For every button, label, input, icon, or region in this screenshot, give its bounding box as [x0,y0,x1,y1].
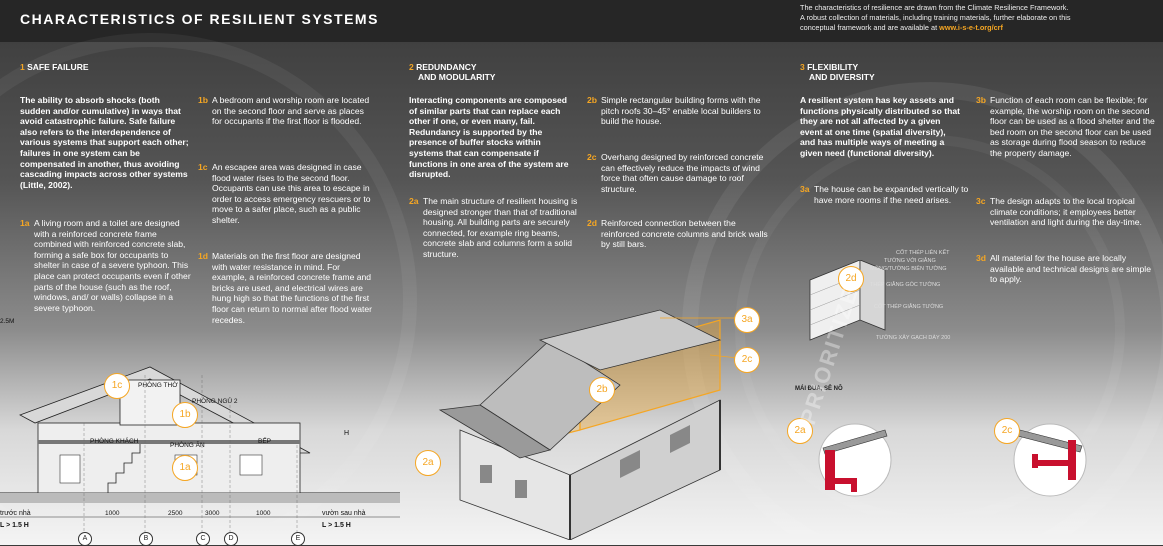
height-label: H [344,430,350,437]
axis-e: E [291,532,305,546]
front-level-label: L > 1.5 H [0,522,29,529]
wall-label-3: MÓNG/TƯỜNG BIÊN TƯỜNG [870,266,947,272]
page-title: CHARACTERISTICS OF RESILIENT SYSTEMS [20,11,379,27]
eave-detail-right [1013,423,1087,497]
section-1-lead: The ability to absorb shocks (both sudde… [20,95,189,190]
badge-2a-detail: 2a [787,418,813,444]
eave-detail-title: MÁI ĐUA, SÊ NÔ [795,386,843,392]
dim-1: 1000 [105,510,120,517]
badge-2d: 2d [838,266,864,292]
badge-2b: 2b [589,377,615,403]
room-living: PHÒNG KHÁCH [90,438,139,445]
section-3-lead: A resilient system has key assets and fu… [800,95,960,158]
left-dim: 2.5M [0,318,15,325]
intro-note: The characteristics of resilience are dr… [800,3,1071,32]
badge-3a: 3a [734,307,760,333]
dim-2: 2500 [168,510,183,517]
room-dining: PHÒNG ĂN [170,442,205,449]
dim-4: 1000 [256,510,271,517]
axis-c: C [196,532,210,546]
dim-3: 3000 [205,510,220,517]
badge-2c-detail: 2c [994,418,1020,444]
wall-label-1: CỐT THÉP LIÊN KẾT [896,250,950,256]
section-2-heading: 2 REDUNDANCY AND MODULARITY [409,62,496,82]
wall-label-4: THÉP GIẰNG GÓC TƯỜNG [870,282,941,288]
top-bar [0,0,1163,42]
section-2-lead: Interacting components are composed of s… [409,95,569,180]
wall-label-6: TƯỜNG XÂY GẠCH DÀY 200 [876,335,951,341]
axis-a: A [78,532,92,546]
crf-link[interactable]: www.i-s-e-t.org/crf [939,23,1003,32]
section-3-heading: 3 FLEXIBILITY AND DIVERSITY [800,62,875,82]
badge-2c: 2c [734,347,760,373]
badge-1a: 1a [172,455,198,481]
room-worship: PHÒNG THỜ [138,382,178,389]
iso-house-drawing [438,309,739,540]
front-yard-label: trước nhà [0,510,31,517]
room-bedroom-2: PHÒNG NGỦ 2 [192,398,238,405]
house-section-drawing [0,366,400,537]
back-yard-label: vườn sau nhà [322,510,366,517]
wall-label-5: CỐT THÉP GIẰNG TƯỜNG [874,304,944,310]
axis-b: B [139,532,153,546]
badge-1c: 1c [104,373,130,399]
room-kitchen: BẾP [258,438,272,445]
back-level-label: L > 1.5 H [322,522,351,529]
badge-1b: 1b [172,402,198,428]
badge-2a: 2a [415,450,441,476]
axis-d: D [224,532,238,546]
eave-detail-left [818,423,892,497]
section-1-heading: 1 SAFE FAILURE [20,62,89,72]
wall-label-2: TƯỜNG VỚI GIẰNG [884,258,936,264]
